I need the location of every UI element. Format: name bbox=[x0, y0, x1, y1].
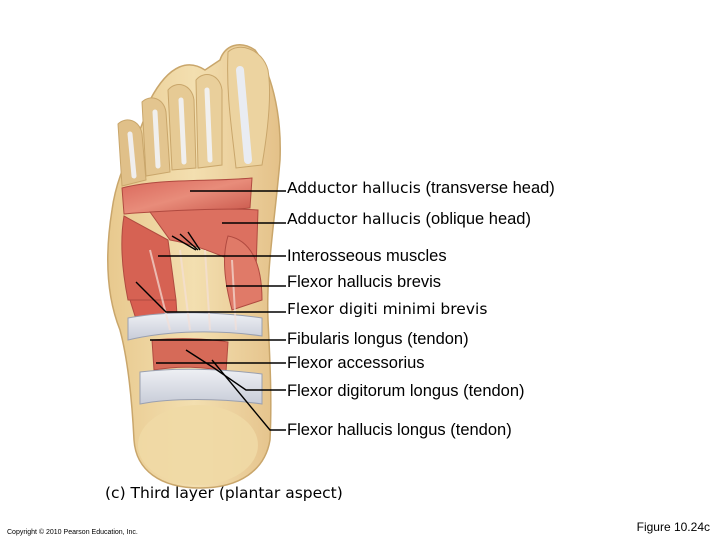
label-adductor-transverse-name: Adductor hallucis bbox=[287, 179, 421, 197]
label-flexor-hallucis-brevis: Flexor hallucis brevis bbox=[287, 273, 442, 291]
label-flexor-digiti-minimi: Flexor digiti minimi brevis bbox=[287, 300, 488, 318]
leader-lines bbox=[135, 190, 286, 431]
label-fibularis-longus: Fibularis longus (tendon) bbox=[287, 330, 469, 348]
fibularis-tendon bbox=[127, 312, 263, 341]
label-interosseous: Interosseous muscles bbox=[287, 247, 447, 265]
figure-caption: (c) Third layer (plantar aspect) bbox=[105, 484, 343, 502]
label-flexor-accessorius: Flexor accessorius bbox=[287, 354, 425, 372]
label-adductor-oblique-detail: (oblique head) bbox=[425, 210, 531, 228]
label-flexor-hallucis-longus: Flexor hallucis longus (tendon) bbox=[287, 421, 512, 439]
label-flexor-digitorum-longus: Flexor digitorum longus (tendon) bbox=[287, 382, 525, 400]
label-adductor-transverse-detail: (transverse head) bbox=[425, 179, 555, 197]
label-adductor-oblique: Adductor hallucis (oblique head) bbox=[287, 209, 531, 229]
flexor-digitorum-tendon bbox=[139, 368, 263, 405]
label-adductor-transverse: Adductor hallucis (transverse head) bbox=[287, 178, 555, 198]
figure-number: Figure 10.24c bbox=[636, 520, 710, 534]
copyright-notice: Copyright © 2010 Pearson Education, Inc. bbox=[7, 529, 138, 536]
label-adductor-oblique-name: Adductor hallucis bbox=[287, 210, 421, 228]
flexor-accessorius-muscle bbox=[151, 338, 229, 373]
toes bbox=[117, 47, 271, 187]
